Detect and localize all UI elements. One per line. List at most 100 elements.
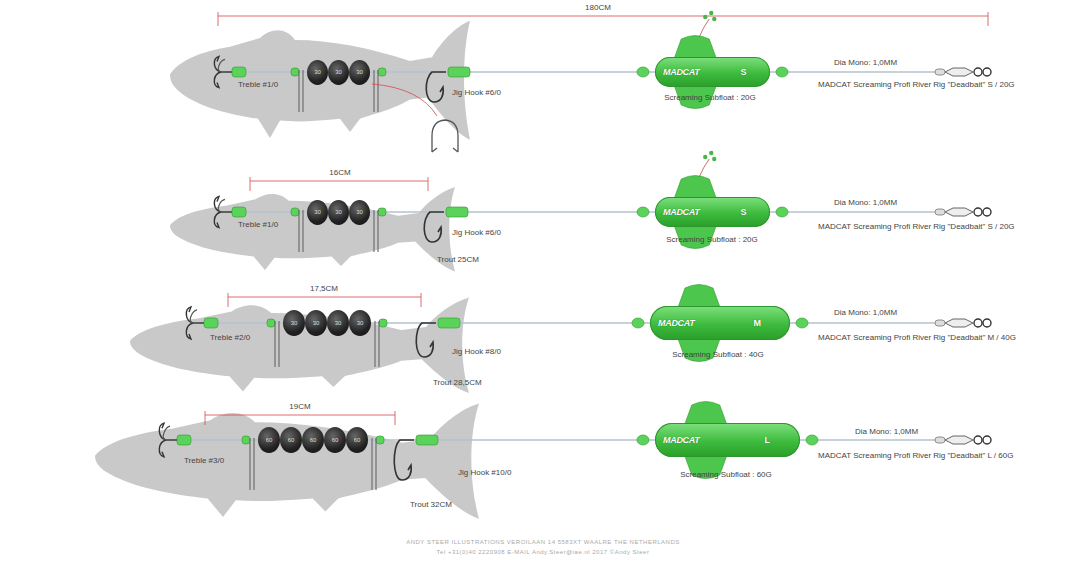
part-label: Jig Hook #10/0 — [458, 468, 511, 478]
swivel-sleeve — [935, 69, 945, 75]
float-antenna — [699, 159, 709, 177]
green-sleeve — [232, 207, 246, 217]
size-letter: S — [740, 67, 746, 77]
antenna-dot — [703, 15, 707, 19]
weight-number: 30 — [291, 320, 298, 326]
part-label: Jig Hook #6/0 — [452, 228, 501, 238]
brand-name: MADCAT — [663, 435, 700, 445]
weight-bead: 60 — [258, 427, 280, 453]
screaming-subfloat: MADCATM — [650, 306, 790, 340]
treble-hook — [214, 212, 221, 228]
weight-number: 30 — [335, 209, 342, 215]
line-label: Dia Mono: 1,0MM — [834, 308, 897, 318]
treble-hook — [218, 59, 225, 72]
green-bead — [796, 318, 808, 328]
green-bead — [776, 207, 788, 217]
weight-number: 30 — [335, 69, 342, 75]
treble-hook — [159, 440, 166, 457]
weight-bead: 30 — [307, 200, 328, 225]
weight-bead: 30 — [349, 310, 371, 336]
trout-silhouette — [130, 298, 469, 393]
part-label: Jig Hook #6/0 — [452, 88, 501, 98]
wire-pin — [253, 438, 254, 490]
swivel-ring — [983, 208, 991, 216]
swivel-ring — [974, 208, 982, 216]
brand-name: MADCAT — [663, 207, 700, 217]
wire-pin — [249, 438, 250, 490]
wire-pin — [298, 70, 299, 112]
wire-pin — [373, 70, 374, 112]
dimension: 180CM — [585, 3, 611, 13]
dimension-tick — [395, 411, 396, 425]
wire-loop — [432, 120, 458, 152]
trout-silhouette — [170, 187, 455, 271]
weight-number: 30 — [356, 209, 363, 215]
bait-size: Trout 25CM — [437, 255, 479, 265]
weight-number: 30 — [314, 209, 321, 215]
jig-hook — [394, 440, 414, 480]
swivel-ring — [983, 436, 991, 444]
weight-number: 60 — [266, 437, 273, 443]
swivel-ring — [974, 436, 982, 444]
green-stopper — [242, 436, 250, 444]
swivel — [945, 68, 973, 76]
line-label: Dia Mono: 1,0MM — [834, 198, 897, 208]
swivel-ring — [974, 68, 982, 76]
weight-number: 30 — [357, 320, 364, 326]
part-label: Screaming Subfloat : 40G — [672, 350, 764, 360]
weight-bead: 60 — [280, 427, 302, 453]
part-label: Screaming Subfloat : 20G — [664, 93, 756, 103]
weight-number: 30 — [313, 320, 320, 326]
line-label: Dia Mono: 1,0MM — [834, 58, 897, 68]
wire-pin — [373, 210, 374, 252]
wire-pin — [298, 210, 299, 252]
brand-name: MADCAT — [663, 67, 700, 77]
weight-bead: 60 — [302, 427, 324, 453]
weight-number: 60 — [354, 437, 361, 443]
product-label: MADCAT Screaming Profi River Rig "Deadba… — [818, 333, 1016, 343]
weight-bead: 30 — [349, 200, 370, 225]
dimension-line — [228, 297, 421, 298]
part-label: Treble #2/0 — [210, 333, 250, 343]
green-bead — [806, 435, 818, 445]
green-stopper — [379, 319, 387, 327]
jig-hook — [426, 72, 446, 102]
treble-hook — [186, 323, 193, 339]
jig-hook — [416, 323, 436, 357]
treble-hook — [190, 310, 197, 323]
dimension-tick — [218, 12, 219, 26]
callout-line — [372, 84, 437, 116]
green-sleeve — [232, 67, 246, 77]
product-label: MADCAT Screaming Profi River Rig "Deadba… — [818, 80, 1015, 90]
swivel-sleeve — [935, 209, 945, 215]
jig-hook — [424, 212, 444, 242]
bait-size: Trout 32CM — [410, 500, 452, 510]
antenna-dot — [709, 151, 713, 155]
weight-bead: 30 — [283, 310, 305, 336]
green-sleeve — [416, 435, 438, 445]
weight-number: 60 — [332, 437, 339, 443]
green-bead — [776, 67, 788, 77]
weight-bead: 30 — [307, 60, 328, 85]
line-label: Dia Mono: 1,0MM — [855, 427, 918, 437]
swivel-sleeve — [935, 320, 945, 326]
antenna-dot — [709, 11, 713, 15]
weight-number: 30 — [314, 69, 321, 75]
part-label: Screaming Subfloat : 20G — [666, 235, 758, 245]
dimension-tick — [205, 411, 206, 425]
product-label: MADCAT Screaming Profi River Rig "Deadba… — [818, 451, 1013, 461]
dimension-line — [218, 16, 988, 17]
weight-bead: 60 — [346, 427, 368, 453]
green-stopper — [267, 319, 275, 327]
weight-number: 60 — [310, 437, 317, 443]
dimension-tick — [250, 177, 251, 191]
screaming-subfloat: MADCAT S — [655, 57, 770, 87]
size-letter: M — [753, 318, 761, 328]
green-sleeve — [446, 207, 468, 217]
green-sleeve — [204, 318, 218, 328]
weight-number: 60 — [288, 437, 295, 443]
dimension-tick — [421, 293, 422, 307]
part-label: Screaming Subfloat : 60G — [680, 470, 772, 480]
